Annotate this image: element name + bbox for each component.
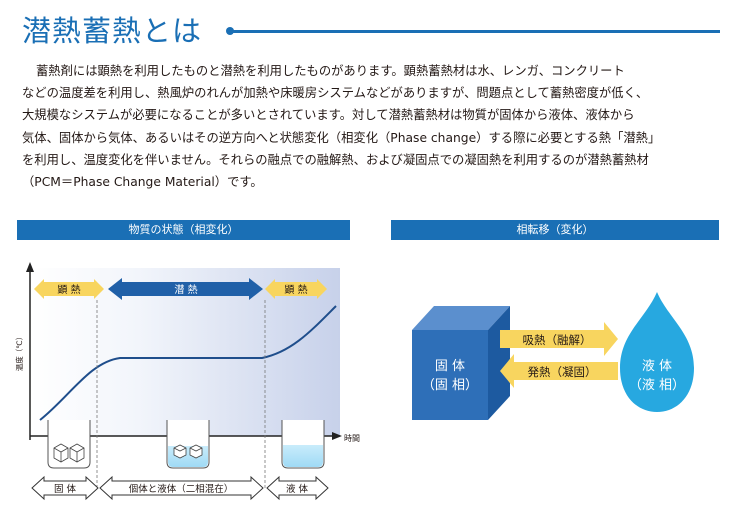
sensible-heat-arrow-2 [265,279,327,299]
heat-release-label: 発熱（凝固） [528,365,597,379]
latent-heat-arrow [108,278,263,300]
heat-absorption-label: 吸熱（融解） [523,333,592,347]
x-axis-arrowhead [332,432,342,440]
title-rule-dot [226,27,234,35]
heat-absorption-arrow [500,322,618,356]
sensible-heat-arrow-1 [34,279,104,299]
y-axis-arrowhead [26,262,34,272]
intro-line: を利用し、温度変化を伴いません。それらの融点での融解熱、および凝固点での凝固熱を… [22,152,649,167]
x-axis-label: 時間 [344,434,360,443]
solid-phase-label: （固 相） [422,378,478,393]
phase-transition-diagram: 固 体 （固 相） 液 体 （液 相） 吸熱（融解） 発熱（凝固） [412,292,694,420]
intro-line: 気体、固体から気体、あるいはその逆方向へと状態変化（相変化（Phase chan… [22,130,661,145]
phase-change-diagram: 温度（℃） 時間 顕 熱 潜 熱 顕 熱 [14,262,360,501]
liquid-label: 液 体 [642,359,672,374]
solid-state-label: 固 体 [54,483,77,495]
beaker-mixed [166,420,210,469]
sensible-heat-label-2: 顕 熱 [284,283,307,296]
liquid-state-label: 液 体 [286,483,309,495]
liquid-state-arrow [266,475,329,501]
intro-line: 蓄熱剤には顕熱を利用したものと潜熱を利用したものがあります。顕熱蓄熱材は水、レン… [36,64,625,78]
latent-heat-label: 潜 熱 [174,283,197,296]
beaker-liquid [281,420,325,469]
solid-state-arrow [31,475,99,501]
beaker-solid [47,420,91,469]
intro-line: （PCM＝Phase Change Material）です。 [22,175,263,190]
intro-paragraph: 蓄熱剤には顕熱を利用したものと潜熱を利用したものがあります。顕熱蓄熱材は水、レン… [22,60,712,193]
phase-state-header: 物質の状態（相変化） [17,220,350,240]
two-phase-arrow [99,475,264,501]
sensible-heat-label-1: 顕 熱 [57,283,80,296]
solid-label: 固 体 [435,359,465,374]
y-axis-label: 温度（℃） [14,333,24,371]
phase-transition-header: 相転移（変化） [391,220,719,240]
page-title: 潜熱蓄熱とは [22,14,203,48]
intro-line: などの温度差を利用し、熱風炉のれんが加熱や床暖房システムなどがありますが、問題点… [22,86,649,101]
temperature-curve [39,305,337,421]
two-phase-label: 個体と液体（二相混在） [129,483,234,495]
heat-release-arrow [500,354,618,388]
liquid-drop [620,292,694,412]
solid-cube [412,306,510,420]
intro-line: 大規模なシステムが必要になることが多いとされています。対して潜熱蓄熱材は物質が固… [22,108,635,123]
title-rule [232,30,720,33]
liquid-phase-label: （液 相） [629,378,685,393]
